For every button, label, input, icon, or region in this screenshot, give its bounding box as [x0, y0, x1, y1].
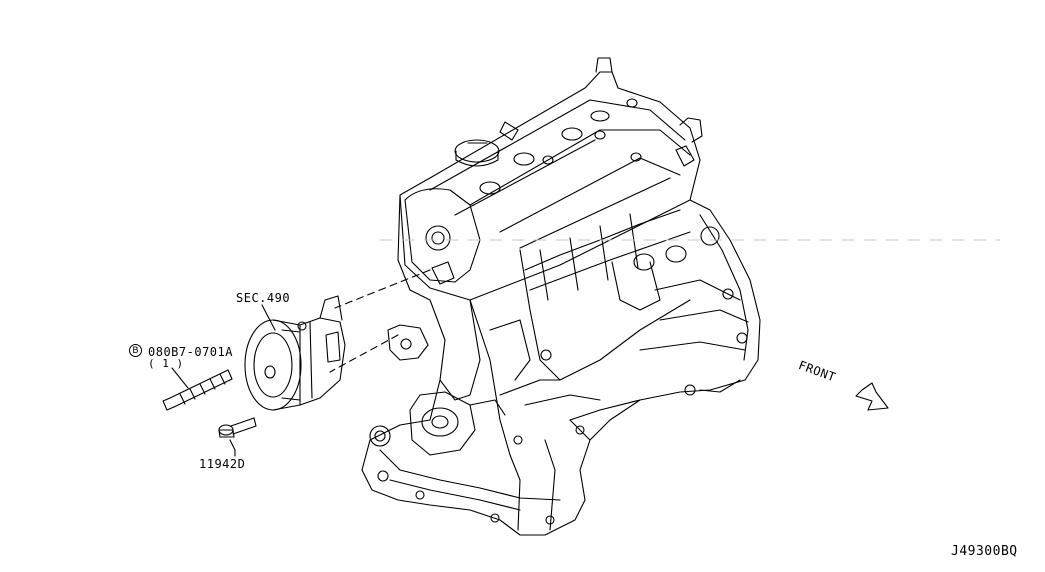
- diagram-code: J49300BQ: [951, 544, 1018, 559]
- part-number-label: 11942D: [199, 457, 246, 471]
- section-reference-label: SEC.490: [236, 291, 291, 305]
- label-leaders: [171, 304, 276, 457]
- short-bolt: [218, 417, 257, 438]
- bolt-quantity: ( 1 ): [148, 357, 184, 370]
- engine-block: [361, 57, 761, 536]
- front-arrow-icon: [855, 382, 889, 411]
- leader-lines: [329, 269, 431, 373]
- bolt-part-number: 080B7-0701A: [148, 345, 233, 359]
- power-steering-pump: [244, 295, 346, 411]
- long-bolt: [162, 369, 233, 411]
- bolt-mark-icon: B: [129, 344, 142, 357]
